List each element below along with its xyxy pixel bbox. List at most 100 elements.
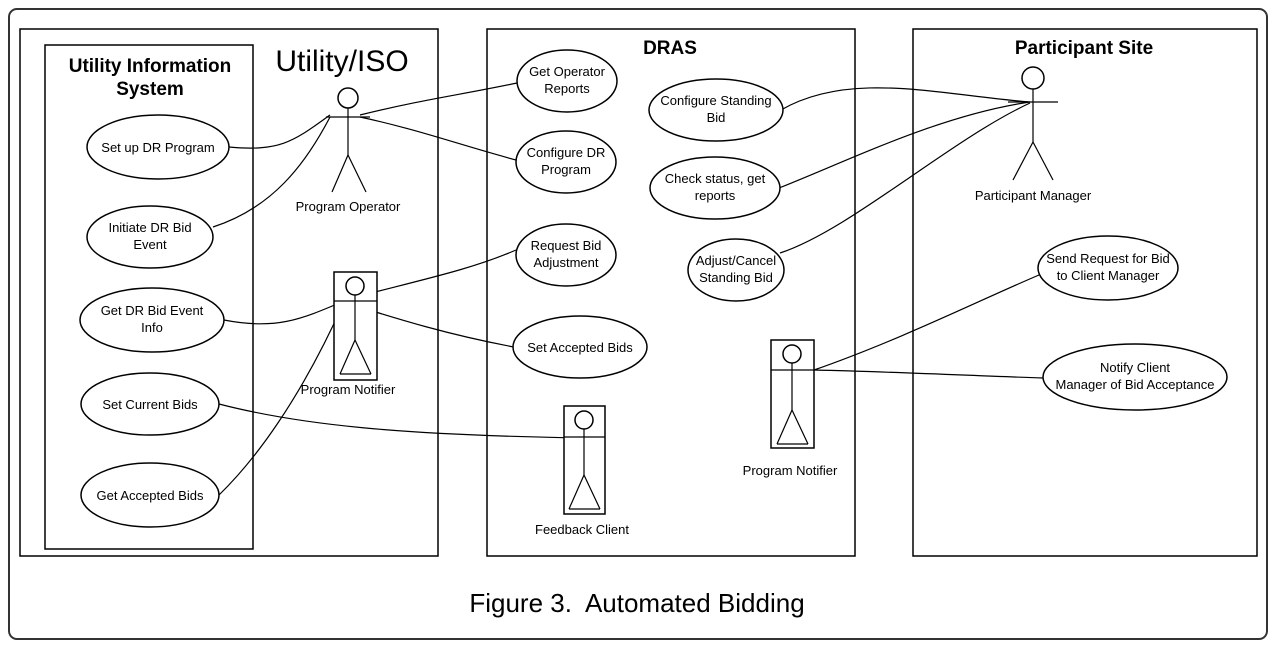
usecase-initiate-dr-bid-event[interactable]: Initiate DR Bid Event	[86, 205, 214, 269]
stick-figure-leg-right	[347, 154, 367, 193]
usecase-send-request-for-bid[interactable]: Send Request for Bid to Client Manager	[1037, 235, 1179, 301]
usecase-label: reports	[695, 188, 736, 203]
stick-figure-leg-right	[583, 474, 601, 510]
usecase-label: Bid	[707, 110, 726, 125]
usecase-label: Info	[141, 320, 163, 335]
actor-program-operator[interactable]: Program Operator	[296, 87, 401, 214]
usecase-ellipse	[86, 114, 230, 180]
usecase-ellipse	[86, 205, 214, 269]
usecase-label: Send Request for Bid	[1046, 251, 1170, 266]
actor-label: Feedback Client	[535, 522, 629, 537]
dras-boundary	[486, 28, 856, 557]
line-manager-cancel	[779, 102, 1031, 254]
usecase-label: to Client Manager	[1057, 268, 1160, 283]
line-manager-standing	[780, 87, 1031, 111]
usecase-label: Reports	[544, 81, 590, 96]
usecase-ellipse	[79, 287, 225, 353]
usecase-set-accepted-bids[interactable]: Set Accepted Bids	[512, 315, 648, 379]
actor-program-notifier-utility[interactable]: Program Notifier	[301, 271, 396, 397]
usecase-label: Program	[541, 162, 591, 177]
usecase-ellipse	[687, 238, 785, 302]
actor-participant-manager[interactable]: Participant Manager	[975, 66, 1092, 203]
usecase-ellipse	[648, 78, 784, 142]
usecase-adjust-cancel-standing-bid[interactable]: Adjust/Cancel Standing Bid	[687, 238, 785, 302]
usecase-label: Check status, get	[665, 171, 766, 186]
stick-figure-leg-right	[354, 339, 372, 375]
usecase-label: Get DR Bid Event	[101, 303, 204, 318]
usecase-label: Configure Standing	[660, 93, 771, 108]
line-operator-setup	[228, 114, 331, 149]
usecase-label: Configure DR	[527, 145, 606, 160]
figure-caption: Figure 3. Automated Bidding	[469, 588, 804, 618]
actor-program-notifier-dras[interactable]: Program Notifier	[743, 339, 838, 478]
usecase-label: Set Current Bids	[102, 397, 198, 412]
usecase-check-status-get-reports[interactable]: Check status, get reports	[649, 156, 781, 220]
usecase-ellipse	[80, 372, 220, 436]
usecase-ellipse	[80, 462, 220, 528]
usecase-label: Set up DR Program	[101, 140, 214, 155]
stick-figure-leg-right	[791, 409, 809, 445]
actor-label: Program Notifier	[743, 463, 838, 478]
stick-figure-leg-left	[331, 154, 349, 193]
usecase-label: Notify Client	[1100, 360, 1170, 375]
actor-label: Program Notifier	[301, 382, 396, 397]
usecase-label: Adjust/Cancel	[696, 253, 776, 268]
usecase-label: Request Bid	[531, 238, 602, 253]
usecase-ellipse	[515, 223, 617, 287]
stick-figure-head	[345, 276, 365, 296]
uis-title-line1: Utility Information	[69, 56, 232, 77]
stick-figure-head	[1021, 66, 1045, 90]
usecase-get-operator-reports[interactable]: Get Operator Reports	[516, 49, 618, 113]
usecase-configure-dr-program[interactable]: Configure DR Program	[515, 130, 617, 194]
uis-boundary	[44, 44, 254, 550]
usecase-setup-dr-program[interactable]: Set up DR Program	[86, 114, 230, 180]
stick-figure-head	[337, 87, 359, 109]
usecase-ellipse	[515, 130, 617, 194]
usecase-label: Get Accepted Bids	[97, 488, 204, 503]
stick-figure-head	[782, 344, 802, 364]
line-manager-status	[778, 101, 1031, 189]
usecase-request-bid-adjustment[interactable]: Request Bid Adjustment	[515, 223, 617, 287]
stick-figure-leg-left	[1012, 141, 1034, 181]
usecase-set-current-bids[interactable]: Set Current Bids	[80, 372, 220, 436]
stick-figure-leg-left	[568, 474, 585, 510]
usecase-label: Set Accepted Bids	[527, 340, 633, 355]
usecase-label: Manager of Bid Acceptance	[1056, 377, 1215, 392]
line-notifier-getaccepted	[218, 301, 345, 496]
usecase-label: Standing Bid	[699, 270, 773, 285]
line-operator-initiate	[212, 116, 331, 228]
line-notifier-sendreq	[813, 274, 1040, 371]
usecase-get-dr-bid-event-info[interactable]: Get DR Bid Event Info	[79, 287, 225, 353]
actor-label: Program Operator	[296, 199, 401, 214]
participant-boundary	[912, 28, 1258, 557]
line-operator-configdr	[359, 116, 517, 161]
line-notifier-getinfo	[223, 300, 345, 325]
actor-feedback-client[interactable]: Feedback Client	[535, 405, 629, 537]
usecase-label: Initiate DR Bid	[108, 220, 191, 235]
usecase-notify-client-manager[interactable]: Notify Client Manager of Bid Acceptance	[1042, 343, 1228, 411]
stick-figure-leg-right	[1032, 141, 1054, 181]
actor-label: Participant Manager	[975, 188, 1092, 203]
usecase-ellipse	[1037, 235, 1179, 301]
utility-boundary	[19, 28, 439, 557]
figure-frame	[8, 8, 1268, 640]
line-operator-reports	[359, 82, 518, 116]
usecase-label: Event	[133, 237, 167, 252]
usecase-ellipse	[516, 49, 618, 113]
usecase-label: Get Operator	[529, 64, 606, 79]
usecase-label: Adjustment	[533, 255, 598, 270]
participant-title: Participant Site	[1015, 38, 1153, 59]
usecase-ellipse	[1042, 343, 1228, 411]
stick-figure-leg-left	[339, 339, 356, 375]
usecase-get-accepted-bids[interactable]: Get Accepted Bids	[80, 462, 220, 528]
stick-figure-leg-left	[776, 409, 793, 445]
dras-title: DRAS	[643, 38, 697, 59]
line-notifier-notify	[813, 369, 1044, 379]
usecase-ellipse	[512, 315, 648, 379]
usecase-configure-standing-bid[interactable]: Configure Standing Bid	[648, 78, 784, 142]
usecase-ellipse	[649, 156, 781, 220]
utility-title: Utility/ISO	[275, 45, 408, 78]
uis-title-line2: System	[116, 79, 184, 100]
stick-figure-head	[574, 410, 594, 430]
